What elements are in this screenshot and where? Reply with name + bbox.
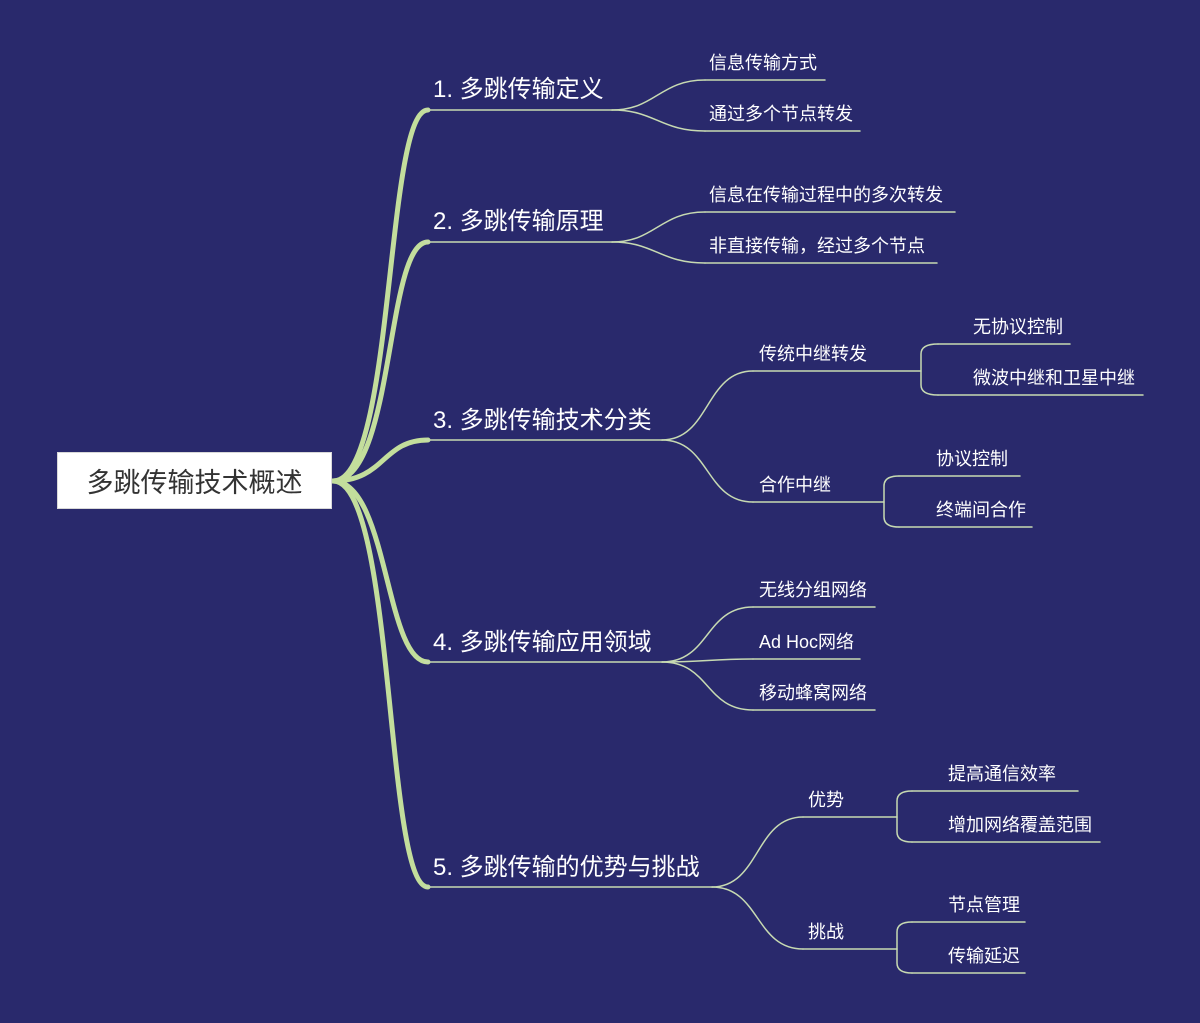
subtopic-connector <box>661 606 754 663</box>
subtopic-connector <box>661 439 754 503</box>
subtopic-node-2-2: 非直接传输，经过多个节点 <box>709 236 925 256</box>
topic-node-3: 3. 多跳传输技术分类 <box>433 407 652 434</box>
main-branch-connector-4 <box>330 478 431 665</box>
root-node: 多跳传输技术概述 <box>57 452 332 509</box>
subtopic-node-5-2: 挑战 <box>808 922 844 942</box>
subtopic-node-1-2: 通过多个节点转发 <box>709 104 853 124</box>
subtopic-node-2-1: 信息在传输过程中的多次转发 <box>709 185 943 205</box>
main-branch-connector-2 <box>330 239 431 484</box>
subtopic-connector <box>611 241 706 264</box>
leaf-node-3-2-1: 协议控制 <box>936 449 1008 469</box>
branch-2-connectors <box>611 211 956 264</box>
subtopic-node-3-1: 传统中继转发 <box>759 344 867 364</box>
bracket-connector <box>896 790 913 843</box>
branch-4-connectors <box>661 606 876 711</box>
subtopic-connector <box>611 79 706 111</box>
main-branch-connector-1 <box>330 107 431 484</box>
subtopic-node-4-2: Ad Hoc网络 <box>759 632 855 652</box>
main-branch-connector-3 <box>330 437 431 484</box>
subtopic-node-4-3: 移动蜂窝网络 <box>759 683 867 703</box>
leaf-node-5-2-1: 节点管理 <box>948 895 1020 915</box>
main-branch-connector-5 <box>330 478 431 890</box>
subtopic-connector <box>711 816 804 888</box>
leaf-node-3-1-1: 无协议控制 <box>973 317 1063 337</box>
subtopic-node-5-1: 优势 <box>808 790 844 810</box>
subtopic-connector <box>611 211 706 243</box>
topic-node-2: 2. 多跳传输原理 <box>433 208 604 235</box>
subtopic-connector <box>661 661 754 711</box>
subtopic-node-1-1: 信息传输方式 <box>709 53 817 73</box>
topic-node-5: 5. 多跳传输的优势与挑战 <box>433 854 700 881</box>
main-branch-connectors <box>330 107 431 890</box>
bracket-connector <box>883 475 900 528</box>
branch-3-connectors <box>661 343 1144 528</box>
subtopic-connector <box>711 886 804 950</box>
leaf-node-3-1-2: 微波中继和卫星中继 <box>973 368 1135 388</box>
topic-node-1: 1. 多跳传输定义 <box>433 76 604 103</box>
branch-5-connectors <box>711 790 1101 974</box>
subtopic-connector <box>611 109 706 132</box>
leaf-node-5-1-1: 提高通信效率 <box>948 764 1056 784</box>
topic-node-4: 4. 多跳传输应用领域 <box>433 629 652 656</box>
bracket-connector <box>896 921 913 974</box>
subtopic-connector <box>661 658 754 663</box>
leaf-node-5-2-2: 传输延迟 <box>948 946 1020 966</box>
subtopic-node-3-2: 合作中继 <box>759 475 831 495</box>
branch-1-connectors <box>611 79 861 132</box>
subtopic-connector <box>661 370 754 441</box>
leaf-node-3-2-2: 终端间合作 <box>936 500 1026 520</box>
bracket-connector <box>920 343 939 396</box>
topic-underlines <box>424 109 713 888</box>
subtopic-node-4-1: 无线分组网络 <box>759 580 867 600</box>
leaf-node-5-1-2: 增加网络覆盖范围 <box>948 815 1092 835</box>
